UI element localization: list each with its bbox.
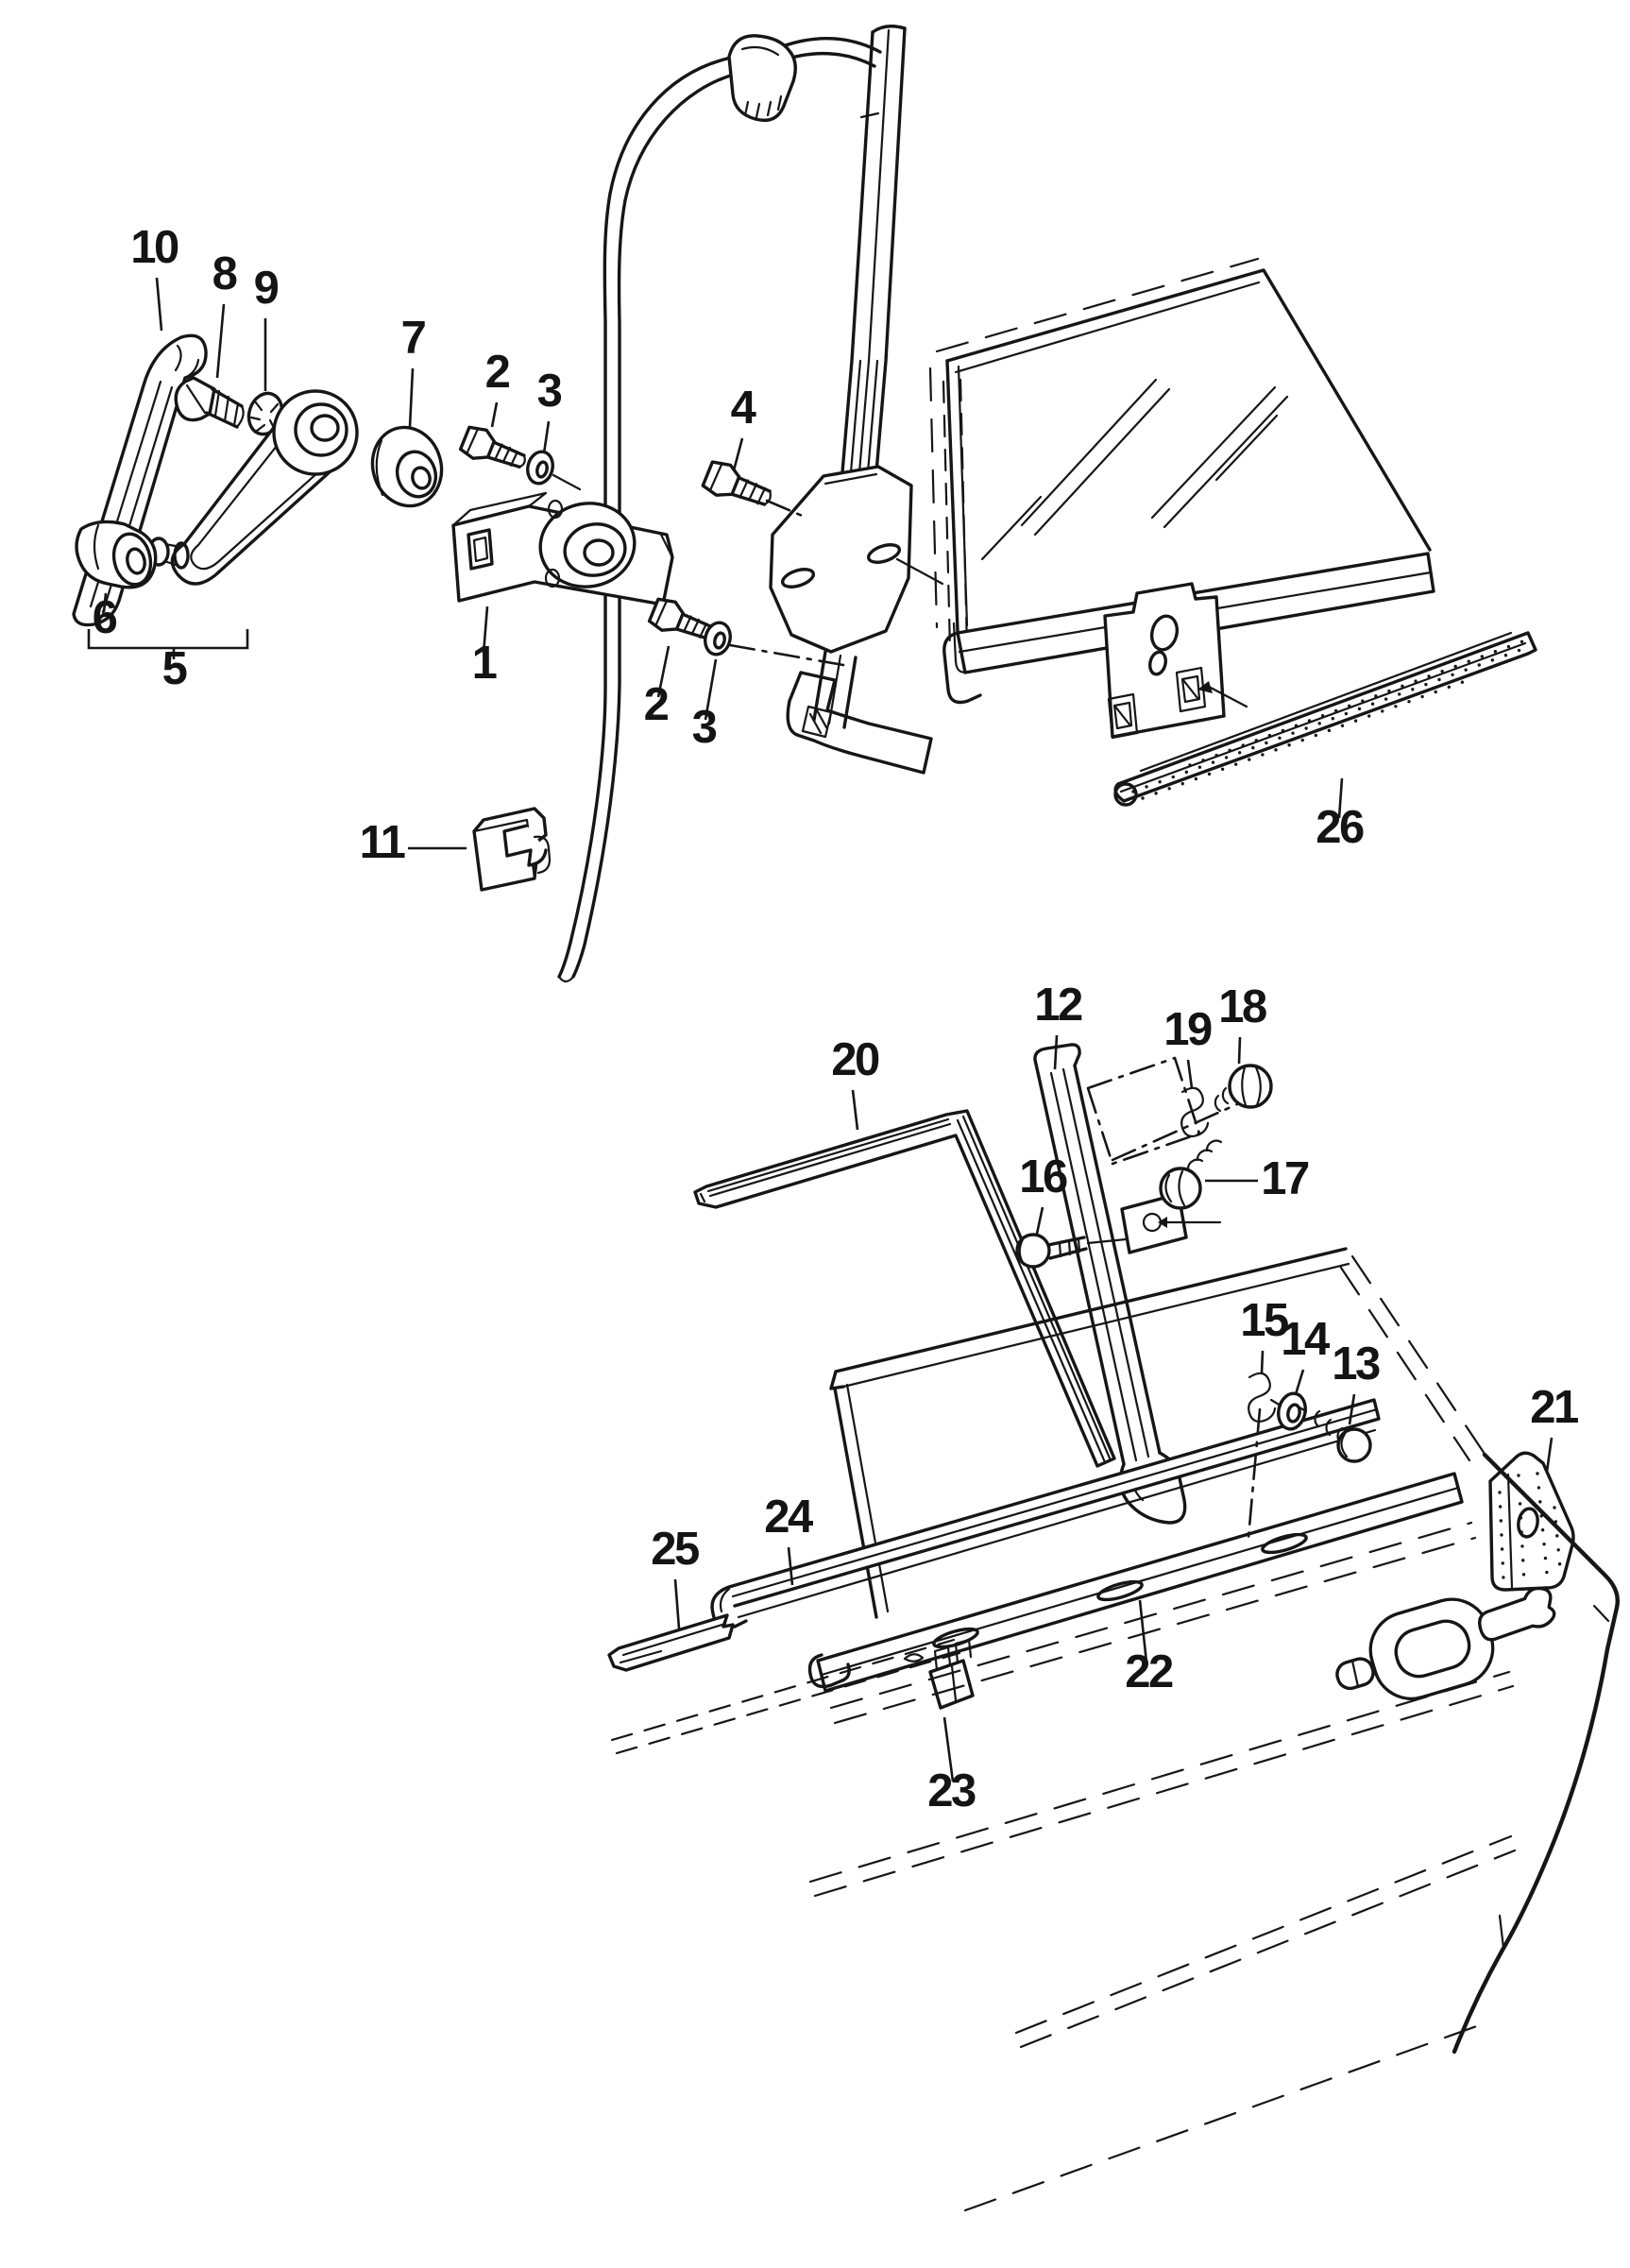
leader-line-part-24 — [787, 1546, 794, 1586]
escutcheon-part7 — [370, 425, 444, 508]
part-label-17: 17 — [1261, 1153, 1309, 1204]
part-label-7: 7 — [401, 313, 426, 364]
door-panel — [610, 1452, 1620, 2212]
leader-line-part-14 — [1294, 1369, 1305, 1395]
leader-line-part-3b — [704, 658, 718, 721]
part-label-2b: 2 — [644, 679, 669, 730]
leader-line-part-4 — [732, 437, 744, 471]
s-clip-part15 — [1247, 1372, 1277, 1540]
rail-foot-bracket — [786, 671, 933, 775]
part-label-14: 14 — [1281, 1314, 1330, 1365]
part-label-23: 23 — [927, 1765, 976, 1816]
part-label-1: 1 — [472, 638, 497, 689]
part-label-5: 5 — [162, 643, 187, 694]
part-label-26: 26 — [1316, 802, 1364, 853]
washer-part3-upper — [526, 450, 582, 491]
part-label-6: 6 — [93, 592, 117, 643]
channel-strip-part26 — [1113, 631, 1537, 807]
leader-line-part-21 — [1545, 1437, 1554, 1473]
seal-strip-part25 — [607, 1613, 735, 1672]
part-label-10: 10 — [130, 222, 178, 273]
leader-line-part-23 — [942, 1716, 955, 1782]
regulator-drive-part1 — [451, 491, 674, 606]
screw-part13 — [1298, 1406, 1372, 1463]
leader-line-part-16 — [1035, 1206, 1044, 1235]
bolt-part4 — [701, 460, 808, 520]
part-label-18: 18 — [1218, 981, 1266, 1032]
part-label-19: 19 — [1163, 1004, 1212, 1055]
leader-line-part-15 — [1260, 1350, 1265, 1374]
part-label-9: 9 — [254, 263, 279, 314]
leader-line-part-6 — [102, 592, 108, 613]
cable-clip-part11 — [472, 807, 552, 892]
screw-part18 — [1214, 1064, 1273, 1113]
part-label-12: 12 — [1034, 980, 1082, 1031]
part-label-21: 21 — [1530, 1382, 1578, 1433]
rail-tab — [1120, 1192, 1222, 1254]
leader-line-part-2b — [656, 645, 671, 698]
leader-line-part-3a — [542, 420, 551, 454]
door-handle-recess — [1368, 1597, 1495, 1700]
bolt-part2-upper — [458, 425, 526, 469]
leader-line-part-20 — [851, 1089, 859, 1131]
clip-part23 — [928, 1638, 975, 1710]
guide-rail-part12 — [1033, 1043, 1187, 1525]
screw-part16 — [1015, 1233, 1128, 1269]
cable-guide-clamp — [727, 34, 797, 123]
part-label-2a: 2 — [485, 347, 510, 398]
leader-line-part-10 — [155, 277, 163, 332]
part-label-16: 16 — [1019, 1151, 1067, 1202]
door-keyhole — [1478, 1586, 1556, 1642]
part-label-22: 22 — [1125, 1646, 1173, 1697]
part-label-20: 20 — [831, 1034, 879, 1085]
part-label-3b: 3 — [692, 702, 717, 753]
glass-run-seal-part20 — [693, 1109, 1116, 1468]
glass-bracket — [1103, 582, 1248, 740]
part-label-4: 4 — [731, 383, 756, 434]
leader-line-part-19 — [1186, 1059, 1194, 1089]
leader-line-part-12 — [1053, 1034, 1059, 1070]
leader-line-part-22 — [1138, 1599, 1148, 1663]
washer-part3-lower — [704, 621, 732, 657]
group-bracket-part5 — [87, 629, 249, 650]
part-label-25: 25 — [651, 1524, 699, 1575]
window-crank-handle-part5 — [147, 389, 359, 586]
crank-screw-part8 — [174, 376, 245, 429]
door-glass — [928, 257, 1432, 633]
leader-line-part-25 — [673, 1578, 681, 1629]
wedge-part21 — [1488, 1451, 1612, 1625]
crank-knob-part6 — [75, 520, 158, 589]
leader-line-part-8 — [215, 303, 226, 379]
leader-lines — [87, 277, 1554, 1782]
part-label-13: 13 — [1332, 1339, 1380, 1390]
screw-part17 — [1159, 1139, 1223, 1210]
leader-line-part-18 — [1237, 1036, 1242, 1065]
door-lock-knob — [1335, 1657, 1375, 1691]
part-label-8: 8 — [212, 248, 237, 299]
part-label-24: 24 — [764, 1492, 813, 1543]
part-label-11: 11 — [360, 817, 405, 868]
belt-rail-part22 — [807, 1472, 1464, 1693]
s-clip-part19 — [1180, 1086, 1210, 1137]
part-label-3a: 3 — [537, 366, 562, 417]
leader-line-part-7 — [408, 367, 415, 428]
leader-line-part-1 — [482, 605, 489, 655]
leader-line-part-13 — [1348, 1393, 1356, 1425]
part-label-15: 15 — [1240, 1295, 1288, 1346]
leader-line-part-2a — [490, 401, 499, 428]
leader-line-part-26 — [1337, 777, 1344, 819]
